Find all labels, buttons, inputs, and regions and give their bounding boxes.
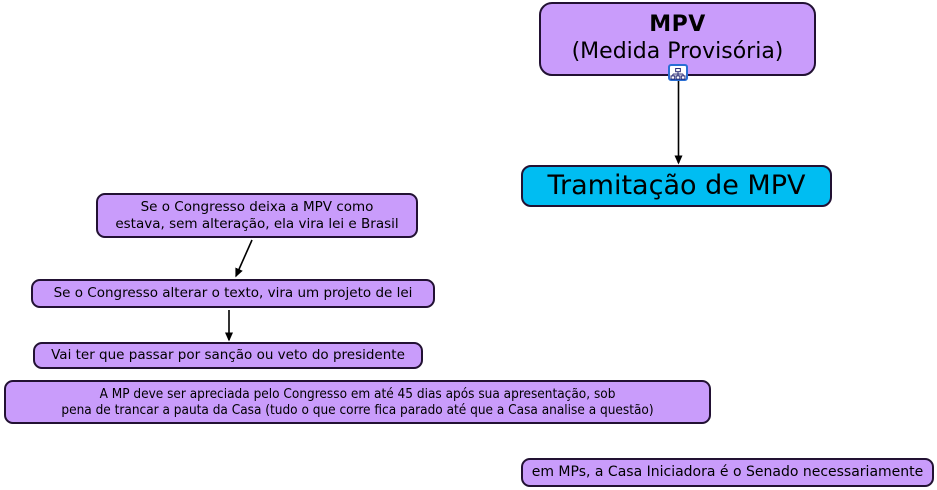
- node-alterar-label: Se o Congresso alterar o texto, vira um …: [53, 285, 413, 302]
- subtree-icon[interactable]: [668, 64, 688, 81]
- node-congresso-deixa-mpv[interactable]: Se o Congresso deixa a MPV como estava, …: [96, 193, 418, 238]
- node-sancao-ou-veto[interactable]: Vai ter que passar por sanção ou veto do…: [33, 342, 423, 369]
- node-senado-label: em MPs, a Casa Iniciadora é o Senado nec…: [531, 463, 924, 480]
- node-prazo45-label: A MP deve ser apreciada pelo Congresso e…: [61, 385, 654, 418]
- node-tramitacao-label: Tramitação de MPV: [547, 169, 806, 201]
- node-prazo-45-dias[interactable]: A MP deve ser apreciada pelo Congresso e…: [4, 380, 711, 424]
- node-casa-iniciadora-senado[interactable]: em MPs, a Casa Iniciadora é o Senado nec…: [521, 458, 934, 487]
- node-deixa-label: Se o Congresso deixa a MPV como estava, …: [115, 199, 399, 232]
- edge-deixa-to-alterar: [235, 239, 253, 278]
- node-mpv[interactable]: MPV (Medida Provisória): [539, 2, 816, 76]
- node-mpv-title: MPV: [649, 12, 706, 38]
- node-sancao-label: Vai ter que passar por sanção ou veto do…: [51, 347, 405, 364]
- subtree-icon-glyph: [670, 68, 686, 80]
- node-tramitacao-de-mpv[interactable]: Tramitação de MPV: [521, 165, 832, 207]
- node-congresso-altera-texto[interactable]: Se o Congresso alterar o texto, vira um …: [31, 279, 435, 308]
- node-mpv-subtitle: (Medida Provisória): [571, 39, 784, 64]
